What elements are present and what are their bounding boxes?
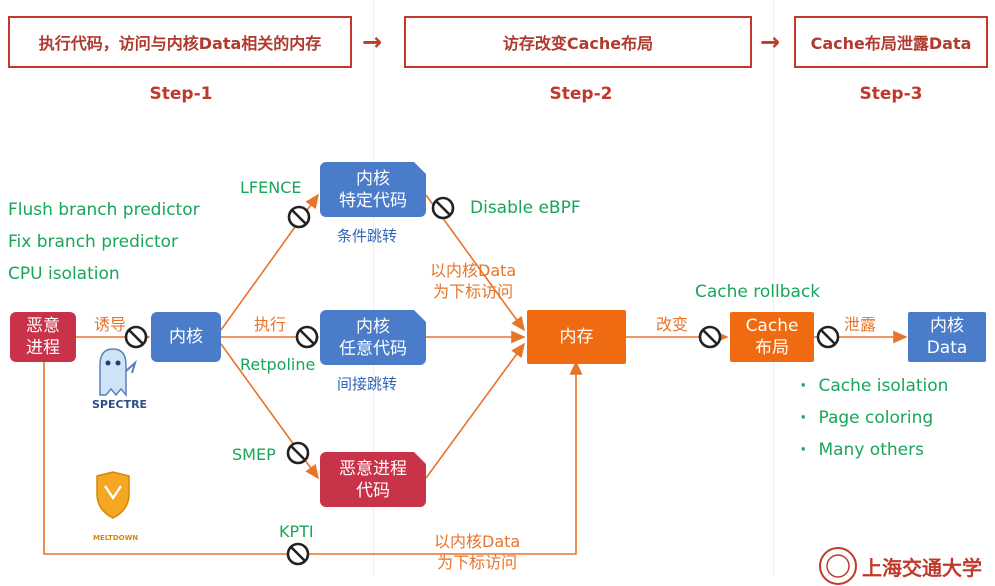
- label-line: 以内核Data: [430, 261, 517, 280]
- mitigation-cache-rollback: Cache rollback: [695, 282, 821, 302]
- university-seal-icon: [819, 547, 857, 585]
- mitigation-kpti: KPTI: [279, 522, 314, 541]
- mitigation-disable-ebpf: Disable eBPF: [470, 198, 581, 218]
- label-change: 改变: [656, 315, 689, 334]
- no-entry-icon: [698, 325, 722, 349]
- node-text: 任意代码: [339, 338, 407, 359]
- label-induce: 诱导: [94, 315, 127, 334]
- step-3-box: Cache布局泄露Data: [794, 16, 988, 68]
- right-mitigation-list: Cache isolation Page coloring Many other…: [800, 370, 948, 466]
- meltdown-logo-text: MELTDOWN: [93, 534, 139, 542]
- no-entry-icon: [286, 441, 310, 465]
- label-indirect-jump: 间接跳转: [337, 375, 398, 393]
- node-text: 代码: [356, 480, 390, 501]
- no-entry-icon: [286, 542, 310, 566]
- no-entry-icon: [816, 325, 840, 349]
- node-text: 内核: [356, 316, 390, 337]
- node-text: 内核: [169, 327, 203, 347]
- node-text: 特定代码: [339, 190, 407, 211]
- mitigation-fix-branch-predictor: Fix branch predictor: [8, 232, 179, 252]
- column-divider: [773, 0, 774, 576]
- label-leak: 泄露: [844, 315, 877, 334]
- step-2-box: 访存改变Cache布局: [404, 16, 752, 68]
- mitigation-many-others: Many others: [800, 434, 948, 466]
- mitigation-flush-branch-predictor: Flush branch predictor: [8, 200, 200, 220]
- mitigation-cpu-isolation: CPU isolation: [8, 264, 120, 284]
- node-kernel-arbitrary-code: 内核 任意代码: [320, 310, 426, 365]
- node-text: 恶意进程: [339, 458, 407, 479]
- node-text: 进程: [26, 338, 60, 358]
- mitigation-lfence: LFENCE: [240, 178, 302, 197]
- label-index-access-bottom: 以内核Data 为下标访问: [434, 531, 520, 573]
- spectre-ghost-icon: [99, 348, 137, 397]
- node-text: 内存: [559, 327, 594, 347]
- no-entry-icon: [287, 205, 311, 229]
- step-2-label: Step-2: [549, 84, 613, 104]
- mitigation-smep: SMEP: [232, 445, 276, 464]
- label-conditional-jump: 条件跳转: [337, 227, 398, 245]
- step-1-label: Step-1: [149, 84, 213, 104]
- arrow-kpti-path: [43, 360, 583, 555]
- meltdown-shield-icon: [96, 471, 130, 519]
- no-entry-icon: [295, 325, 319, 349]
- label-index-access-top: 以内核Data 为下标访问: [430, 260, 516, 302]
- step-1-box: 执行代码，访问与内核Data相关的内存: [8, 16, 352, 68]
- no-entry-icon: [431, 196, 455, 220]
- label-execute: 执行: [254, 315, 287, 334]
- step-arrow: →: [760, 28, 781, 56]
- node-malicious-process-code: 恶意进程 代码: [320, 452, 426, 507]
- node-malicious-process: 恶意 进程: [10, 312, 76, 362]
- label-line: 为下标访问: [433, 282, 514, 301]
- no-entry-icon: [124, 325, 148, 349]
- node-text: Data: [926, 338, 968, 358]
- university-name: 上海交通大学: [862, 556, 982, 580]
- mitigation-cache-isolation: Cache isolation: [800, 370, 948, 402]
- spectre-logo-text: SPECTRE: [92, 398, 148, 411]
- node-kernel: 内核: [151, 312, 221, 362]
- label-line: 以内核Data: [434, 532, 521, 551]
- node-text: 内核: [930, 316, 964, 336]
- node-text: Cache: [745, 316, 799, 336]
- node-text: 布局: [755, 338, 789, 358]
- node-cache-layout: Cache 布局: [730, 312, 814, 362]
- node-kernel-specific-code: 内核 特定代码: [320, 162, 426, 217]
- step-3-label: Step-3: [859, 84, 923, 104]
- mitigation-retpoline: Retpoline: [240, 355, 316, 374]
- node-text: 恶意: [26, 316, 60, 336]
- column-divider: [373, 0, 374, 576]
- node-memory: 内存: [527, 310, 626, 364]
- mitigation-page-coloring: Page coloring: [800, 402, 948, 434]
- node-text: 内核: [356, 168, 390, 189]
- arrow-malcode-to-memory: [425, 342, 525, 479]
- step-arrow: →: [362, 28, 383, 56]
- label-line: 为下标访问: [437, 553, 518, 572]
- node-kernel-data: 内核 Data: [908, 312, 986, 362]
